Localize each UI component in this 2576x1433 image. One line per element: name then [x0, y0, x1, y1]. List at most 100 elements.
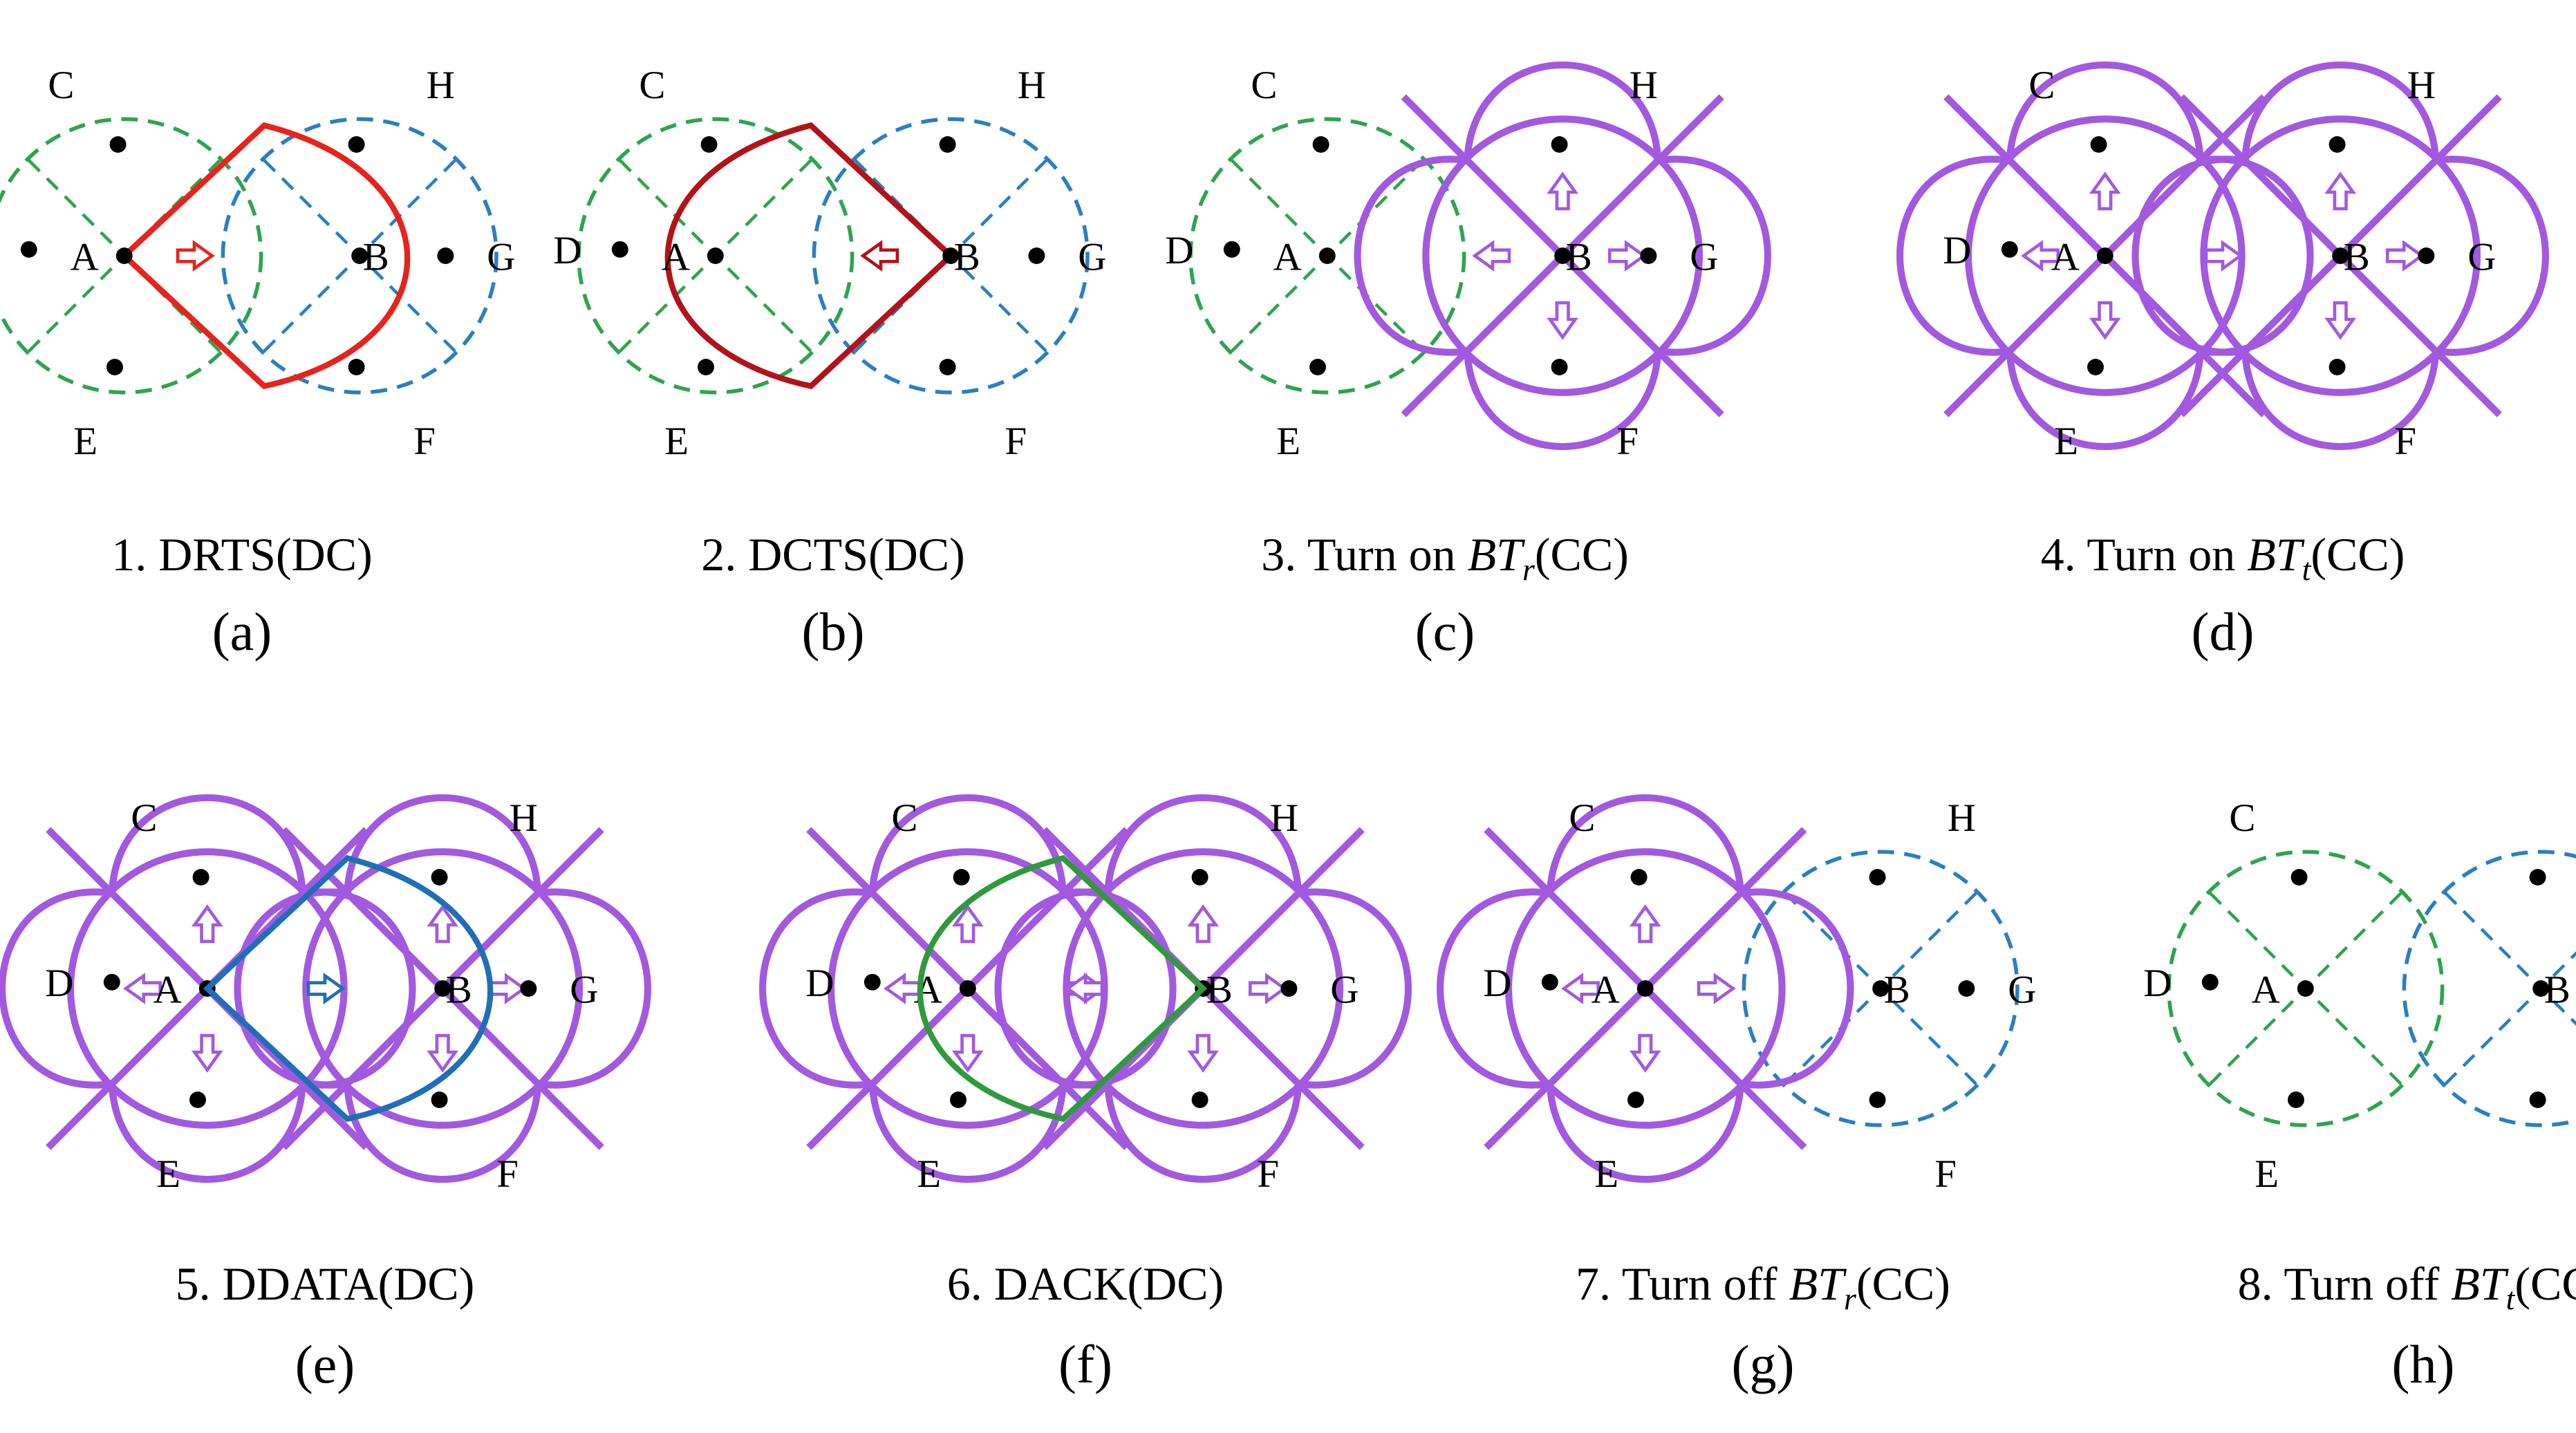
caption-text: 8. Turn off — [2238, 1257, 2452, 1310]
node-d-dot — [20, 241, 37, 258]
node-a-label: A — [1592, 968, 1620, 1011]
node-a-label: A — [71, 235, 99, 279]
arrow-up-icon — [2324, 171, 2357, 211]
beam-lobe-1 — [2006, 61, 2204, 161]
node-a-dot — [1636, 980, 1654, 997]
beam-circle — [1422, 115, 1704, 396]
node-h-dot — [2328, 136, 2346, 153]
node-e-dot — [698, 359, 714, 375]
ack-sector — [917, 854, 1208, 1123]
node-g-dot — [1280, 980, 1298, 997]
node-a-dot — [1318, 247, 1336, 264]
drts-sector — [120, 122, 411, 390]
range-circle-a — [577, 117, 855, 395]
node-g-label: G — [2467, 235, 2496, 279]
range-circle-a — [1188, 117, 1466, 395]
arrow-data-icon — [306, 973, 346, 1004]
beam-lobe-3 — [234, 888, 348, 1089]
range-circle-b — [1742, 850, 2019, 1127]
node-e-dot — [1627, 1092, 1644, 1108]
node-h-dot — [431, 869, 448, 886]
node-f-dot — [1551, 359, 1568, 375]
node-c-dot — [953, 869, 970, 886]
node-c-label: C — [2229, 796, 2255, 840]
node-h-label: H — [510, 796, 538, 840]
beam-circle — [302, 848, 584, 1129]
node-h-label: H — [1018, 64, 1046, 107]
caption-text: 3. Turn on — [1261, 528, 1468, 581]
node-g-dot — [1028, 247, 1045, 264]
node-b-label: B — [2544, 968, 2570, 1011]
dcts-sector — [664, 122, 955, 390]
beam-lobe-1 — [2241, 61, 2440, 161]
node-g-dot — [1640, 247, 1657, 264]
node-f-label: F — [1005, 420, 1027, 463]
panel-caption: 3. Turn on BTr(CC) — [1261, 528, 1629, 587]
node-f-label: F — [1616, 420, 1639, 463]
node-d-label: D — [805, 962, 834, 1005]
beam-lobe-1 — [1464, 61, 1662, 161]
arrow-right-icon — [176, 240, 215, 272]
node-g-dot — [437, 247, 454, 264]
arrow-left-icon — [1472, 240, 1511, 272]
arrow-left-icon — [123, 973, 162, 1004]
panel-letter: (h) — [2392, 1334, 2455, 1394]
arrow-down-icon — [427, 1033, 459, 1073]
panel-caption: 1. DRTS(DC) — [111, 528, 373, 581]
node-d-label: D — [2143, 962, 2172, 1005]
node-h-label: H — [1948, 796, 1976, 840]
range-circle-b — [2402, 850, 2576, 1127]
node-h-dot — [348, 136, 365, 153]
caption-subscript: t — [2506, 1281, 2516, 1316]
beam-lobe-1 — [1546, 794, 1744, 894]
node-c-label: C — [1251, 64, 1277, 107]
node-g-label: G — [1690, 235, 1718, 279]
node-c-label: C — [131, 796, 157, 840]
node-f-label: F — [496, 1152, 519, 1196]
range-circle-b — [812, 117, 1090, 395]
node-d-dot — [1223, 241, 1240, 258]
node-b-label: B — [1566, 235, 1592, 279]
beam-lobe-2 — [108, 1083, 306, 1183]
node-d-dot — [864, 973, 881, 991]
panel-letter: (a) — [212, 601, 272, 662]
caption-text: 7. Turn off — [1576, 1257, 1789, 1310]
node-d-label: D — [1943, 229, 1971, 272]
panel-letter: (f) — [1058, 1334, 1112, 1394]
caption-suffix: (CC) — [1856, 1257, 1950, 1310]
node-g-dot — [2418, 247, 2435, 264]
node-c-dot — [700, 136, 718, 153]
node-a-dot — [115, 247, 133, 264]
node-g-label: G — [487, 235, 515, 279]
caption-suffix: (CC) — [2514, 1257, 2576, 1310]
node-h-dot — [1551, 136, 1568, 153]
node-h-dot — [1869, 869, 1886, 886]
node-c-dot — [109, 136, 127, 153]
node-e-label: E — [73, 420, 97, 463]
caption-subscript: r — [1844, 1281, 1857, 1316]
node-b-label: B — [446, 968, 472, 1011]
panel-letter: (b) — [802, 601, 865, 662]
node-b-label: B — [1884, 968, 1910, 1011]
node-g-dot — [520, 980, 537, 997]
node-h-label: H — [427, 64, 455, 107]
node-a-dot — [959, 980, 976, 997]
node-e-label: E — [1594, 1152, 1618, 1196]
node-f-dot — [2529, 1092, 2546, 1108]
arrow-right-icon — [1248, 973, 1287, 1004]
arrow-down-icon — [1187, 1033, 1220, 1073]
node-a-label: A — [2252, 968, 2280, 1011]
node-e-dot — [106, 359, 123, 375]
panel-letter: (g) — [1732, 1334, 1795, 1394]
node-d-label: D — [45, 962, 73, 1005]
node-a-dot — [2297, 980, 2314, 997]
arrow-up-icon — [427, 904, 459, 944]
beam-lobe-2 — [1104, 1083, 1303, 1183]
node-h-label: H — [2407, 64, 2436, 107]
node-h-dot — [1191, 869, 1208, 886]
node-b-dot — [351, 247, 368, 264]
node-g-label: G — [570, 968, 598, 1011]
